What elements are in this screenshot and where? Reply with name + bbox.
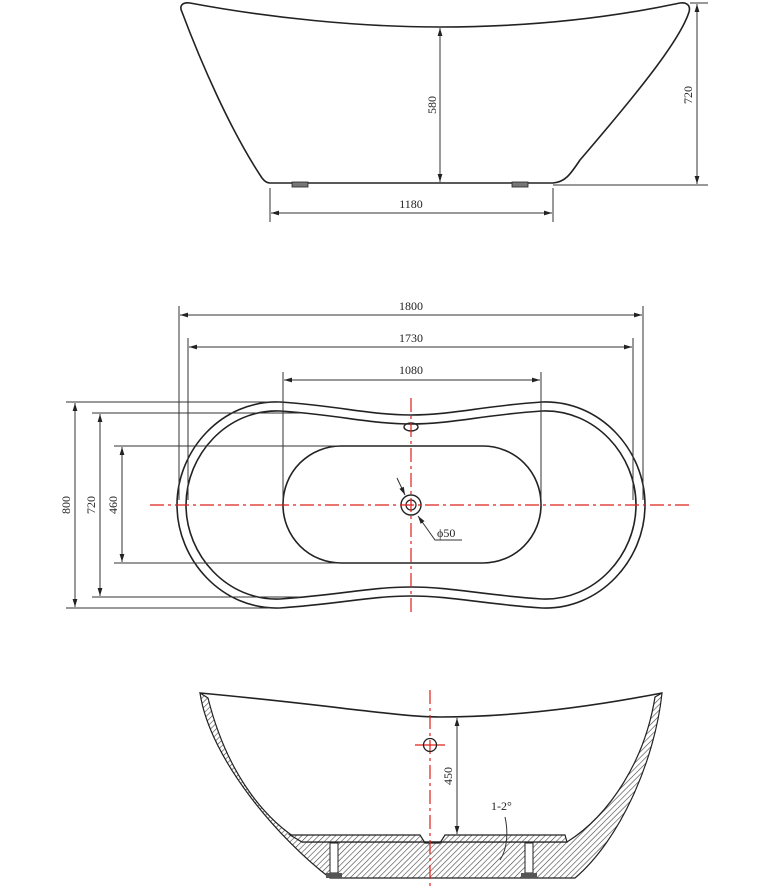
dim-1080-label: 1080 — [399, 363, 423, 377]
section-floor — [287, 834, 568, 844]
dim-slope-label: 1-2° — [491, 799, 512, 813]
dim-1800-label: 1800 — [399, 299, 423, 313]
plan-view: 1800 1730 1080 800 720 460 ϕ50 — [59, 299, 692, 612]
section-foot-right — [521, 873, 537, 878]
section-foot-left — [326, 873, 342, 878]
drain-leader-bottom — [417, 515, 462, 541]
dim-1180-label: 1180 — [399, 197, 423, 211]
plan-rim-outline — [185, 410, 637, 600]
section-leg-left — [329, 842, 339, 874]
dim-580-label: 580 — [425, 96, 439, 114]
dim-450-label: 450 — [441, 767, 455, 785]
drain-leader-top — [396, 477, 406, 496]
dim-drain-label: ϕ50 — [437, 526, 455, 540]
section-view: 450 1-2° — [199, 690, 663, 890]
section-rim-line — [199, 692, 663, 718]
side-outline — [180, 2, 691, 184]
slope-arc — [499, 816, 508, 861]
foot-left — [291, 181, 309, 188]
plan-outer-outline — [176, 401, 646, 609]
dim-460-label: 460 — [106, 496, 120, 514]
side-view: 580 720 1180 — [180, 2, 708, 222]
dim-1730-label: 1730 — [399, 331, 423, 345]
section-leg-right — [524, 842, 534, 874]
overflow-hole-section — [422, 737, 438, 753]
dim-800-label: 800 — [59, 496, 73, 514]
dim-720w-label: 720 — [84, 496, 98, 514]
dim-720-label: 720 — [681, 86, 695, 104]
section-shell — [199, 691, 663, 879]
foot-right — [511, 181, 529, 188]
